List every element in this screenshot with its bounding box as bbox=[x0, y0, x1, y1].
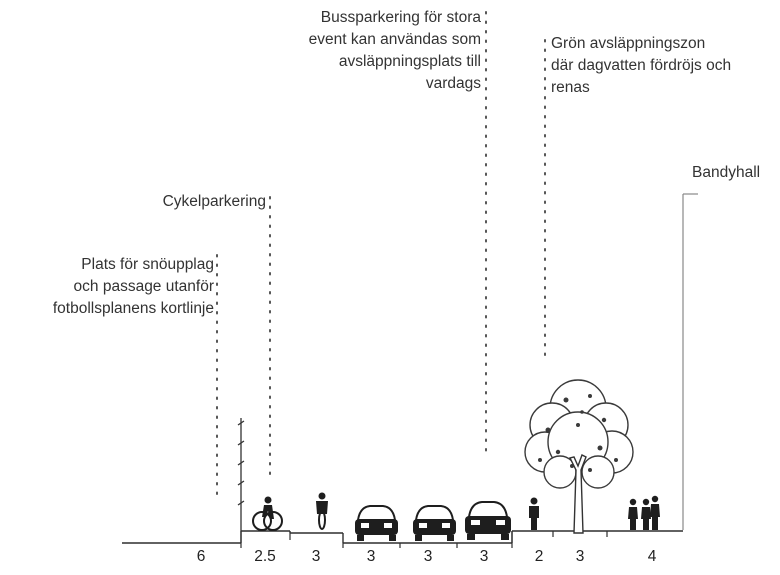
snow-annotation: Plats för snöupplag och passage utanför … bbox=[2, 254, 214, 320]
green-line-3: renas bbox=[551, 79, 590, 96]
green-annotation: Grön avsläppningszon där dagvatten fördr… bbox=[551, 33, 776, 99]
person-icon bbox=[529, 497, 539, 530]
snow-line-2: och passage utanför bbox=[73, 278, 214, 295]
bike-rack-icon bbox=[237, 418, 245, 531]
bike-line-1: Cykelparkering bbox=[162, 193, 266, 210]
dimension-label: 2 bbox=[534, 548, 544, 565]
ground-profile bbox=[122, 530, 683, 544]
dimension-label: 3 bbox=[311, 548, 321, 565]
cyclist-icon bbox=[316, 492, 328, 530]
dimension-label: 4 bbox=[647, 548, 657, 565]
hall-line-1: Bandyhall bbox=[692, 164, 761, 181]
bus-line-1: Bussparkering för stora bbox=[320, 9, 481, 26]
green-line-1: Grön avsläppningszon bbox=[551, 35, 706, 52]
bike-annotation: Cykelparkering bbox=[60, 191, 266, 213]
bus-line-2: event kan användas som bbox=[308, 31, 481, 48]
car-icon bbox=[355, 505, 398, 541]
cyclist-icon bbox=[252, 496, 283, 531]
dimension-label: 3 bbox=[479, 548, 489, 565]
dimension-label: 3 bbox=[423, 548, 433, 565]
green-line-2: där dagvatten fördröjs och bbox=[551, 57, 732, 74]
dimension-label: 2.5 bbox=[254, 548, 276, 565]
dimension-label: 3 bbox=[575, 548, 585, 565]
snow-line-1: Plats för snöupplag bbox=[81, 256, 214, 273]
tree-icon bbox=[524, 379, 634, 534]
hall-annotation: Bandyhall bbox=[692, 162, 778, 184]
dimension-label: 6 bbox=[196, 548, 206, 565]
bus-line-4: vardags bbox=[425, 75, 481, 92]
dimension-label: 3 bbox=[366, 548, 376, 565]
snow-line-3: fotbollsplanens kortlinje bbox=[52, 300, 214, 317]
bus-annotation: Bussparkering för stora event kan använd… bbox=[240, 7, 481, 95]
people-icon bbox=[628, 495, 660, 530]
car-icon bbox=[465, 501, 511, 540]
car-icon bbox=[413, 505, 456, 541]
bus-line-3: avsläppningsplats till bbox=[338, 53, 481, 70]
